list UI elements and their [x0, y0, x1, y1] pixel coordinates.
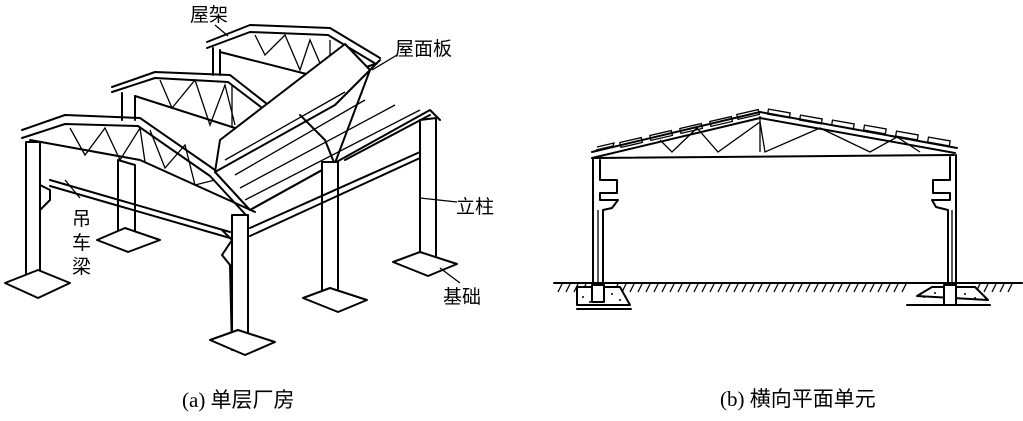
label-column: 立柱	[456, 196, 495, 218]
label-roof-panel: 屋面板	[395, 38, 453, 60]
leader-lines	[64, 24, 461, 284]
roof-panels	[214, 43, 441, 211]
caption-b: (b) 横向平面单元	[720, 387, 876, 411]
label-roof-truss: 屋架	[190, 4, 229, 26]
crane-beams	[49, 151, 421, 239]
left-column-elevation	[592, 157, 619, 286]
label-foundation: 基础	[443, 286, 482, 308]
label-crane-beam-2: 车	[72, 232, 92, 254]
caption-a: (a) 单层厂房	[182, 388, 295, 412]
foundations	[4, 227, 458, 356]
label-crane-beam-1: 吊	[72, 208, 92, 230]
ground-line	[553, 282, 1023, 293]
label-crane-beam-3: 梁	[72, 256, 92, 278]
factory-isometric	[4, 24, 461, 356]
right-column-elevation	[931, 154, 957, 286]
roof-slabs	[595, 108, 951, 151]
footings-elevation	[576, 284, 991, 310]
transverse-frame	[553, 108, 1023, 310]
roof-truss-elevation	[591, 111, 958, 159]
